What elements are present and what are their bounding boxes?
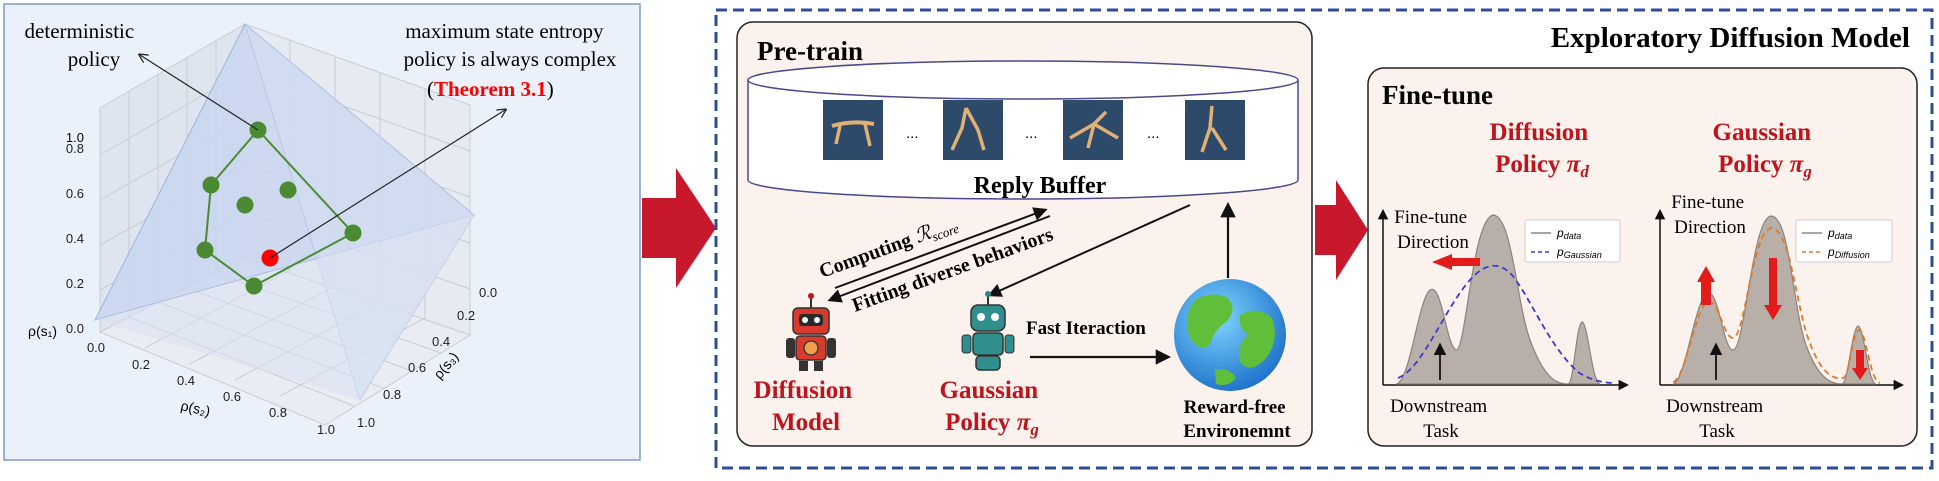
walker-frame-4 — [1185, 100, 1245, 160]
right-legend: pdata pDiffusion — [1795, 219, 1893, 263]
theorem-reference: (Theorem 3.1) — [427, 77, 554, 101]
policy-point — [344, 224, 362, 242]
svg-text:0.4: 0.4 — [66, 231, 84, 246]
right-direction-label: Fine-tune Direction — [1671, 192, 1749, 238]
main-title: Exploratory Diffusion Model — [1551, 22, 1910, 54]
flow-arrow-2 — [1315, 180, 1368, 280]
svg-text:...: ... — [1147, 125, 1160, 142]
fitting-arrow — [827, 215, 1051, 303]
env-label: Reward-free Environemnt — [1183, 397, 1291, 442]
pgaussian-curve-left — [1397, 264, 1613, 384]
rho1-ticks: 0.0 0.2 0.4 0.6 0.8 1.0 — [66, 141, 84, 336]
walker-frames: ... ... ... — [823, 100, 1245, 160]
svg-text:0.2: 0.2 — [132, 357, 150, 372]
annotation-maxent: maximum state entropy policy is always c… — [404, 19, 617, 71]
svg-text:pdata: pdata — [1556, 226, 1581, 241]
buffer-label: Reply Buffer — [974, 173, 1107, 199]
svg-text:0.8: 0.8 — [269, 405, 287, 420]
simplex-plot-panel: deterministic policy maximum state entro… — [3, 3, 641, 461]
svg-text:0.6: 0.6 — [223, 389, 241, 404]
svg-text:0.4: 0.4 — [432, 334, 450, 349]
svg-text:0.2: 0.2 — [66, 276, 84, 291]
svg-text:0.6: 0.6 — [66, 186, 84, 201]
pretrain-title: Pre-train — [757, 36, 863, 66]
finetune-title: Fine-tune — [1382, 80, 1493, 110]
right-down-arrow-1 — [1764, 258, 1782, 320]
right-down-arrow-2 — [1852, 350, 1868, 380]
left-legend: pdata pGaussian — [1524, 219, 1621, 263]
axis-label-rho2: ρ(s₂) — [179, 397, 211, 419]
annotation-deterministic: deterministic policy — [25, 19, 140, 71]
right-up-arrow — [1697, 266, 1715, 305]
svg-text:0.0: 0.0 — [479, 285, 497, 300]
left-direction-arrow — [1432, 254, 1480, 270]
right-density-plot: pdata pDiffusion Fine-tune Direction Dow… — [1654, 192, 1905, 442]
axis-label-rho1: ρ(s₁) — [28, 323, 57, 339]
left-task-label: Downstream Task — [1390, 396, 1492, 442]
svg-text:0.6: 0.6 — [408, 360, 426, 375]
policy-point — [279, 181, 297, 199]
diffusion-model-label: Diffusion Model — [754, 377, 859, 436]
left-direction-label: Fine-tune Direction — [1394, 207, 1472, 253]
policy-point — [236, 196, 254, 214]
left-density-plot: pdata pGaussian Fine-tune Direction Down… — [1377, 207, 1630, 442]
walker-frame-1 — [823, 100, 883, 160]
diffusion-policy-header: Diffusion Policy πd — [1490, 119, 1595, 181]
policy-point — [196, 241, 214, 259]
policy-point — [202, 176, 220, 194]
svg-text:0.4: 0.4 — [177, 373, 195, 388]
svg-text:0.0: 0.0 — [87, 340, 105, 355]
buffer-to-gaussian-arrow — [987, 204, 1191, 297]
gaussian-policy-header: Gaussian Policy πg — [1713, 119, 1818, 181]
walker-frame-2 — [943, 100, 1003, 160]
rho2-ticks: 0.0 0.2 0.4 0.6 0.8 1.0 — [87, 340, 335, 437]
gaussian-robot-icon — [961, 291, 1015, 371]
rho3-ticks: 0.0 0.2 0.4 0.6 0.8 1.0 — [357, 285, 497, 430]
svg-text:0.2: 0.2 — [457, 308, 475, 323]
svg-text:pGaussian: pGaussian — [1556, 245, 1602, 260]
edm-frame — [714, 8, 1934, 470]
svg-text:pDiffusion: pDiffusion — [1827, 245, 1870, 260]
globe-icon — [1174, 279, 1286, 391]
maxent-arrow — [269, 110, 505, 259]
computing-arrow — [834, 207, 1048, 289]
svg-text:0.0: 0.0 — [66, 321, 84, 336]
policy-point — [245, 277, 263, 295]
fast-interaction-label: Fast Iteraction — [1026, 318, 1146, 339]
flow-arrow-1 — [642, 168, 716, 288]
svg-text:...: ... — [1025, 125, 1038, 142]
right-task-label: Downstream Task — [1666, 396, 1768, 442]
diffusion-robot-icon — [786, 293, 836, 371]
svg-text:0.8: 0.8 — [383, 387, 401, 402]
finetune-panel: Fine-tune Diffusion Policy πd Gaussian P… — [1367, 67, 1918, 447]
svg-text:...: ... — [906, 125, 919, 142]
reply-buffer: Reply Buffer — [747, 60, 1299, 200]
walker-frame-3 — [1063, 100, 1123, 160]
rho1-tick-top: 1.0 — [66, 130, 84, 145]
svg-text:pdata: pdata — [1827, 226, 1852, 241]
deterministic-arrow — [140, 55, 259, 131]
svg-text:0.8: 0.8 — [66, 141, 84, 156]
pretrain-panel: Pre-train Reply Buffer ... ... — [736, 21, 1313, 447]
pdata-curve-left — [1395, 214, 1601, 385]
svg-text:1.0: 1.0 — [317, 422, 335, 437]
gaussian-policy-label: Gaussian Policy πg — [940, 377, 1045, 439]
svg-text:1.0: 1.0 — [357, 415, 375, 430]
